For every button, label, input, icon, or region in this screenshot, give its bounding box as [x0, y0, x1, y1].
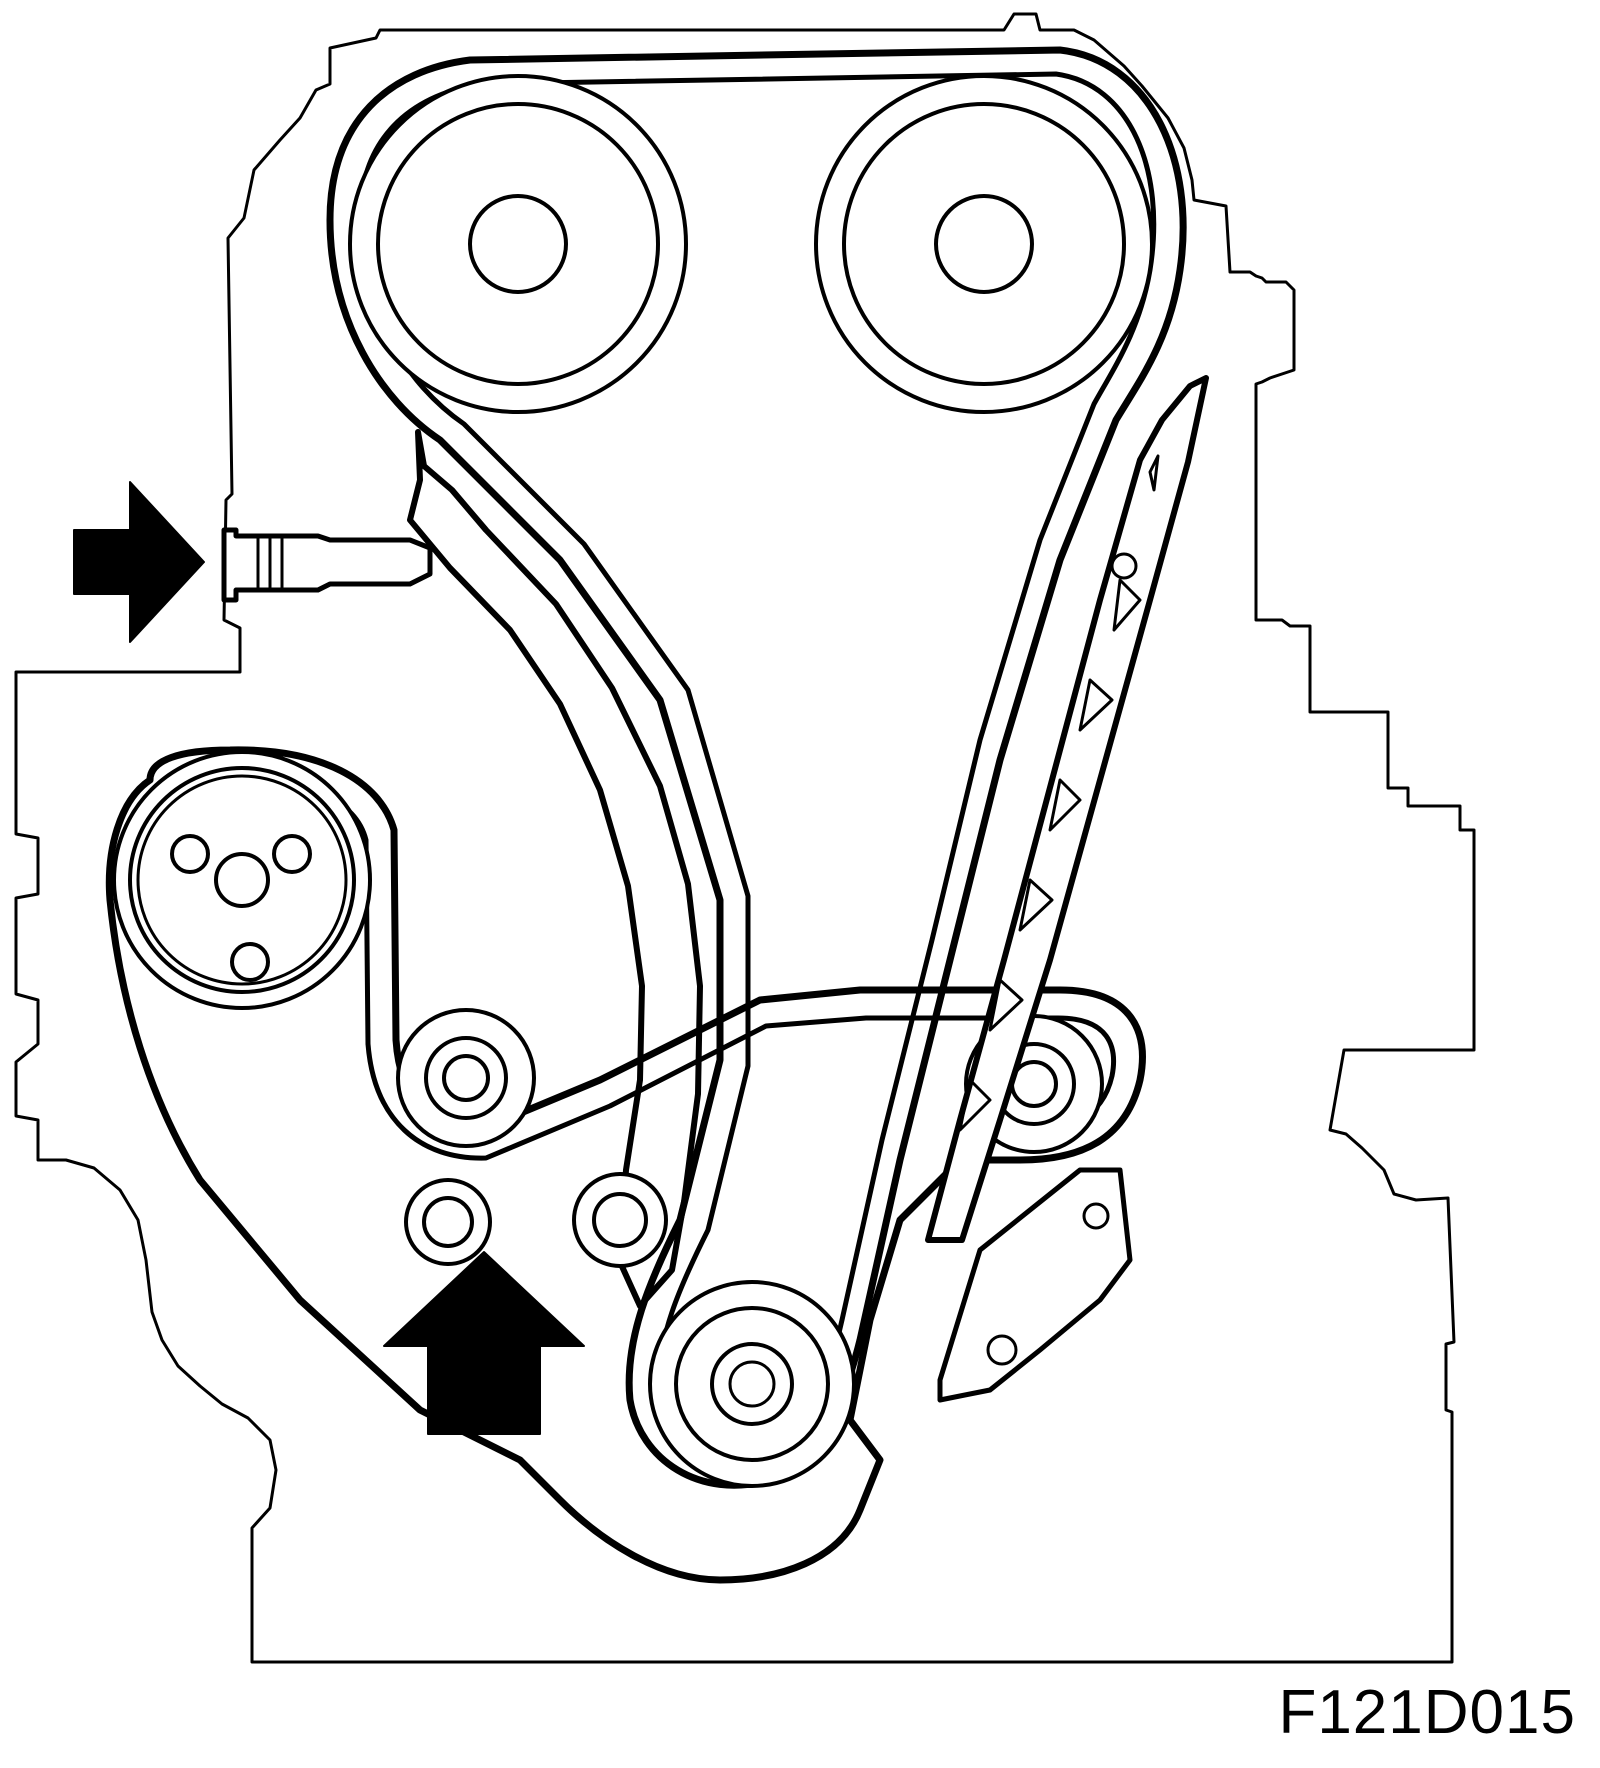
camshaft-sprocket-intake — [348, 74, 688, 414]
figure-code: F121D015 — [1278, 1678, 1576, 1747]
timing-chain-upper — [326, 46, 1187, 1489]
locating-arrow-bottom — [383, 1251, 585, 1435]
idler-sprocket — [396, 1008, 536, 1148]
timing-chain-lower — [105, 746, 1146, 1584]
camshaft-sprocket-exhaust — [814, 74, 1154, 414]
chain-tensioner — [221, 527, 433, 603]
lower-chain-guide-right — [937, 1167, 1133, 1403]
engine-block-outline — [14, 12, 1476, 1664]
crankshaft-sprocket — [648, 1280, 856, 1488]
balance-shaft-sprocket — [112, 750, 372, 1010]
chain-tensioner-guide — [407, 429, 703, 1309]
locating-arrow-left — [73, 481, 205, 643]
idler-bolt-center — [572, 1172, 668, 1268]
fixed-chain-guide — [925, 375, 1209, 1243]
